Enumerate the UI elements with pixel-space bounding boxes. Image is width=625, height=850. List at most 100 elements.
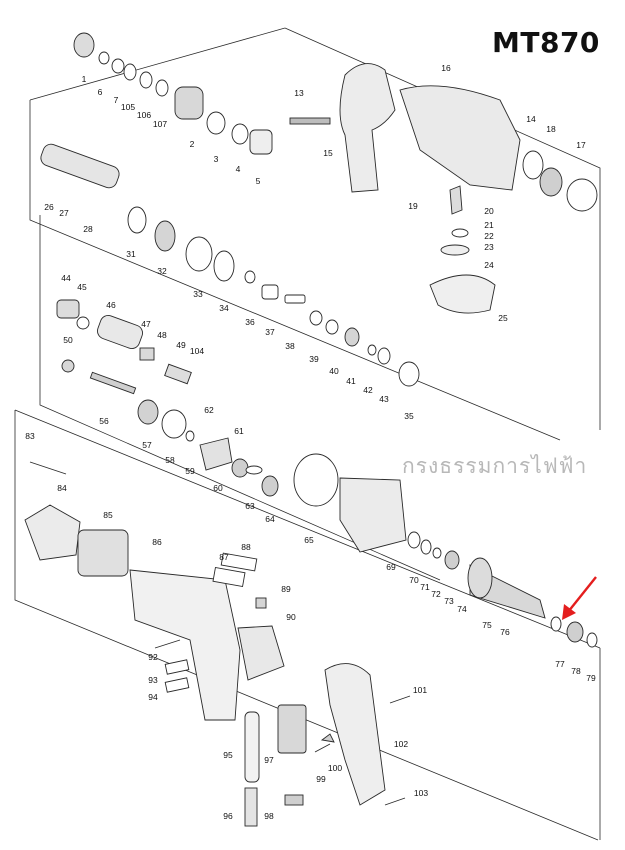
part-number-92: 92 bbox=[148, 652, 158, 662]
o-ring-part bbox=[293, 453, 339, 507]
part-number-24: 24 bbox=[484, 260, 494, 270]
holder-part bbox=[249, 129, 273, 155]
end-cap-part bbox=[24, 504, 81, 561]
model-title: MT870 bbox=[492, 26, 600, 59]
part-number-28: 28 bbox=[83, 224, 93, 234]
label-part bbox=[164, 659, 190, 675]
bracket-part bbox=[199, 437, 233, 471]
ring-part bbox=[185, 236, 213, 272]
part-number-45: 45 bbox=[77, 282, 87, 292]
part-number-104: 104 bbox=[190, 346, 204, 356]
part-number-57: 57 bbox=[142, 440, 152, 450]
part-number-44: 44 bbox=[61, 273, 71, 283]
ring-part bbox=[566, 178, 598, 212]
part-number-46: 46 bbox=[106, 300, 116, 310]
part-number-87: 87 bbox=[219, 552, 229, 562]
gear-part bbox=[137, 399, 159, 425]
switch-part bbox=[277, 704, 307, 754]
spring-part bbox=[154, 220, 176, 252]
part-number-21: 21 bbox=[484, 220, 494, 230]
ring-part bbox=[344, 327, 360, 347]
ring-part bbox=[213, 250, 235, 282]
part-number-86: 86 bbox=[152, 537, 162, 547]
part-number-2: 2 bbox=[190, 139, 195, 149]
part-number-101: 101 bbox=[413, 685, 427, 695]
part-number-90: 90 bbox=[286, 612, 296, 622]
ring-part bbox=[123, 63, 137, 81]
motor-housing-part bbox=[129, 569, 241, 721]
spring-part bbox=[164, 363, 192, 385]
part-number-36: 36 bbox=[245, 317, 255, 327]
part-number-61: 61 bbox=[234, 426, 244, 436]
screw-part bbox=[314, 743, 331, 753]
screw-part bbox=[29, 461, 67, 475]
part-number-32: 32 bbox=[157, 266, 167, 276]
part-number-83: 83 bbox=[25, 431, 35, 441]
trigger-part bbox=[449, 185, 463, 215]
ring-part bbox=[127, 206, 147, 234]
ring-part bbox=[522, 150, 544, 180]
clip-part bbox=[255, 597, 267, 609]
part-number-3: 3 bbox=[214, 154, 219, 164]
part-number-60: 60 bbox=[213, 483, 223, 493]
ring-part bbox=[244, 270, 256, 284]
part-number-62: 62 bbox=[204, 405, 214, 415]
part-number-4: 4 bbox=[236, 164, 241, 174]
bearing-part bbox=[444, 550, 460, 570]
screw-part bbox=[389, 695, 411, 704]
side-handle-part bbox=[339, 63, 396, 193]
part-number-47: 47 bbox=[141, 319, 151, 329]
screw-part bbox=[154, 639, 181, 649]
assembly-guide-lines bbox=[14, 27, 601, 841]
ring-part bbox=[432, 547, 442, 559]
part-number-84: 84 bbox=[57, 483, 67, 493]
cylinder-part bbox=[97, 315, 143, 349]
part-number-18: 18 bbox=[546, 124, 556, 134]
ring-part bbox=[185, 430, 195, 442]
part-number-27: 27 bbox=[59, 208, 69, 218]
part-number-25: 25 bbox=[498, 313, 508, 323]
chuck-cap-part bbox=[73, 32, 95, 58]
part-number-70: 70 bbox=[409, 575, 419, 585]
part-number-35: 35 bbox=[404, 411, 414, 421]
small-part bbox=[139, 347, 155, 361]
part-number-6: 6 bbox=[98, 87, 103, 97]
part-number-49: 49 bbox=[176, 340, 186, 350]
piston-part bbox=[56, 299, 80, 319]
part-number-88: 88 bbox=[241, 542, 251, 552]
part-number-93: 93 bbox=[148, 675, 158, 685]
part-number-97: 97 bbox=[264, 755, 274, 765]
pin-part bbox=[284, 294, 306, 304]
part-number-76: 76 bbox=[500, 627, 510, 637]
shaft-part bbox=[89, 371, 137, 395]
part-number-37: 37 bbox=[265, 327, 275, 337]
part-number-26: 26 bbox=[44, 202, 54, 212]
part-number-107: 107 bbox=[153, 119, 167, 129]
parts-group bbox=[24, 32, 598, 827]
part-number-17: 17 bbox=[576, 140, 586, 150]
part-number-15: 15 bbox=[323, 148, 333, 158]
part-number-42: 42 bbox=[363, 385, 373, 395]
bearing-part bbox=[539, 167, 563, 197]
part-number-65: 65 bbox=[304, 535, 314, 545]
part-number-38: 38 bbox=[285, 341, 295, 351]
ring-part bbox=[139, 71, 153, 89]
ring-part bbox=[398, 361, 420, 387]
part-number-72: 72 bbox=[431, 589, 441, 599]
ring-part bbox=[245, 465, 263, 475]
ring-part bbox=[76, 316, 90, 330]
part-number-105: 105 bbox=[121, 102, 135, 112]
label-part bbox=[164, 677, 190, 693]
part-number-75: 75 bbox=[482, 620, 492, 630]
part-number-71: 71 bbox=[420, 582, 430, 592]
red-arrow-icon bbox=[562, 576, 597, 620]
ring-part bbox=[451, 228, 469, 238]
ring-part bbox=[309, 310, 323, 326]
ring-part bbox=[407, 531, 421, 549]
part-number-1: 1 bbox=[82, 74, 87, 84]
part-number-40: 40 bbox=[329, 366, 339, 376]
part-number-59: 59 bbox=[185, 466, 195, 476]
part-number-96: 96 bbox=[223, 811, 233, 821]
part-number-16: 16 bbox=[441, 63, 451, 73]
